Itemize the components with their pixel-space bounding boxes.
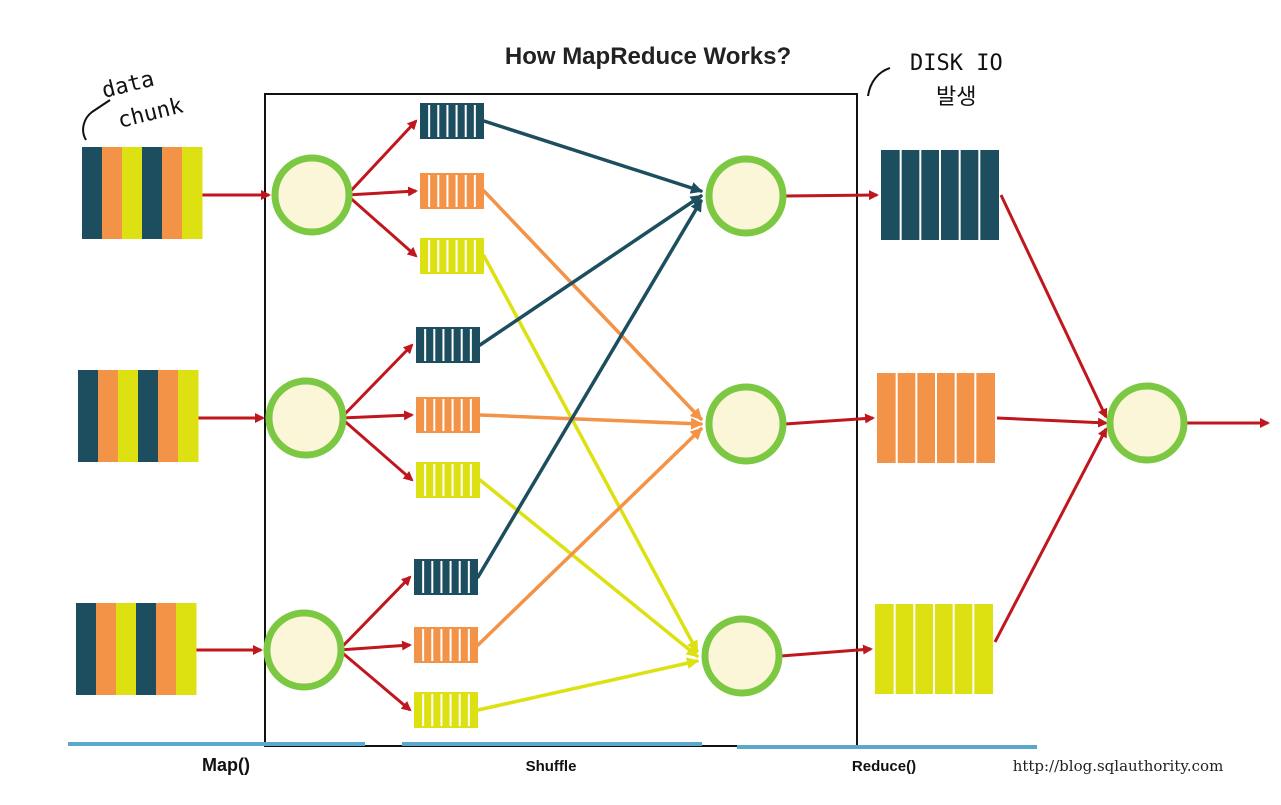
partition-body [420,103,484,139]
input-stripe-yellow [116,603,137,695]
disk-io-pointer [867,67,891,97]
shuffle-line-teal [482,119,703,194]
output-to-final-arrow [993,427,1108,643]
map-node [263,609,345,691]
input-stripe-teal [136,603,157,695]
shuffle-line-yellow [478,478,699,658]
input-chunk-3 [76,603,197,695]
data-chunk-text-line2: chunk [115,94,185,134]
shuffle-line-orange [476,427,703,647]
input-chunk-1 [82,147,203,239]
input-stripe-orange [158,370,179,462]
partition-body [416,397,480,433]
output-block-yellow [875,604,993,694]
reduce-node [701,615,783,697]
map-node [265,377,347,459]
disk-io-text-line1: DISK IO [910,51,1003,76]
input-stripe-yellow [178,370,199,462]
input-stripe-yellow [118,370,139,462]
input-stripe-teal [138,370,159,462]
data-chunk-text-line1: data [99,67,156,104]
map-to-partition-arrow [345,119,418,197]
input-stripe-teal [82,147,103,239]
shuffle-line-yellow [476,657,699,712]
partition-teal [420,103,484,139]
shuffle-line-yellow [482,254,699,653]
map-node [271,154,353,236]
input-stripe-yellow [122,147,143,239]
map-phase-label: Map() [202,755,250,775]
output-block-orange [877,373,995,463]
reduce-to-output-arrow [780,644,873,658]
shuffle-lines [476,119,703,712]
map-to-partition-arrow [339,343,414,420]
partition-teal [416,327,480,363]
reduce-phase-label: Reduce() [852,758,916,775]
partition-body [416,327,480,363]
shuffle-line-orange [478,413,703,430]
input-stripe-teal [142,147,163,239]
data-blocks [76,103,999,728]
reduce-node [705,383,787,465]
output-to-final-arrow [999,194,1108,419]
partition-body [414,627,478,663]
input-chunk-2 [78,370,199,462]
map-to-partition-arrow [337,575,412,652]
input-stripe-teal [78,370,99,462]
data-chunk-annotation: data chunk [82,67,186,141]
partition-teal [414,559,478,595]
map-to-partition-arrow [346,193,418,258]
input-stripe-orange [98,370,119,462]
input-stripe-teal [76,603,97,695]
shuffle-phase-label: Shuffle [526,758,577,775]
source-url: http://blog.sqlauthority.com [1013,757,1224,775]
partition-orange [420,173,484,209]
reduce-node [705,155,787,237]
partition-yellow [416,462,480,498]
disk-io-text-line2: 발생 [936,85,976,110]
partition-body [420,238,484,274]
input-stripe-orange [96,603,117,695]
diagram-title: How MapReduce Works? [505,43,791,70]
map-to-partition-arrow [346,186,418,197]
partition-body [414,692,478,728]
reduce-to-output-arrow [784,413,875,426]
shuffle-line-teal [478,194,703,347]
partition-orange [414,627,478,663]
final-reduce-node [1106,382,1188,464]
input-stripe-orange [156,603,177,695]
partition-body [414,559,478,595]
map-to-partition-arrow [338,640,412,652]
phase-bars [68,742,1037,749]
flow-arrows [196,119,1270,712]
output-block-teal [881,150,999,240]
reduce-to-output-arrow [784,190,879,201]
process-nodes [263,154,1188,697]
partition-yellow [420,238,484,274]
input-stripe-yellow [182,147,203,239]
input-stripe-yellow [176,603,197,695]
map-to-partition-arrow [340,416,414,482]
map-to-partition-arrow [340,410,414,421]
map-to-partition-arrow [338,648,412,712]
output-to-final-arrow [996,416,1108,428]
disk-io-annotation: DISK IO 발생 [867,51,1003,110]
shuffle-line-teal [476,199,703,579]
partition-body [420,173,484,209]
partition-yellow [414,692,478,728]
partition-orange [416,397,480,433]
shuffle-line-orange [482,189,703,421]
input-stripe-orange [162,147,183,239]
data-chunk-pointer [82,99,111,141]
input-stripe-orange [102,147,123,239]
partition-body [416,462,480,498]
